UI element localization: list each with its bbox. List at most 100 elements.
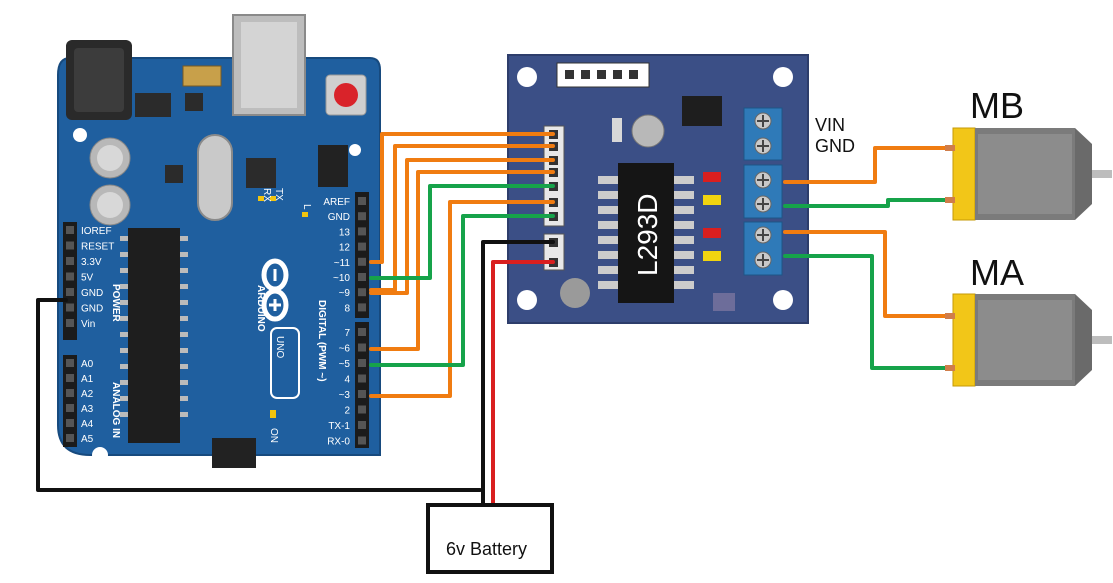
wire-red-battery bbox=[491, 260, 555, 517]
wire-orange-2 bbox=[369, 144, 555, 292]
power-pin-label: Vin bbox=[81, 319, 95, 330]
digital-pin-label: RX-0 bbox=[327, 437, 350, 448]
power-pin-label: 5V bbox=[81, 273, 94, 284]
screw-terminal-motor-b bbox=[743, 164, 783, 219]
chip-leg bbox=[598, 176, 618, 184]
wire-orange-5 bbox=[369, 200, 555, 398]
arduino-model-label: UNO bbox=[274, 336, 285, 358]
chip-leg bbox=[598, 251, 618, 259]
power-pin-socket bbox=[66, 226, 74, 234]
chip-leg bbox=[674, 266, 694, 274]
digital-pin-socket bbox=[358, 328, 366, 336]
digital-pin-label: 13 bbox=[339, 227, 351, 238]
chip-leg bbox=[674, 281, 694, 289]
analog-pin-socket bbox=[66, 389, 74, 397]
digital-header-top bbox=[355, 192, 369, 318]
wire-black-battery bbox=[481, 240, 555, 517]
digital-pin-socket bbox=[358, 288, 366, 297]
digital-pin-socket bbox=[358, 242, 366, 251]
digital-pin-label: 7 bbox=[344, 328, 350, 339]
on-led-label: ON bbox=[268, 428, 279, 443]
power-pin-socket bbox=[66, 241, 74, 250]
chip-leg bbox=[598, 236, 618, 244]
digital-pin-socket bbox=[358, 390, 366, 398]
power-pin-socket bbox=[66, 303, 74, 312]
wires bbox=[36, 132, 952, 517]
wire-orange-ma bbox=[783, 230, 952, 318]
analog-pin-socket bbox=[66, 359, 74, 367]
analog-pin-socket bbox=[66, 419, 74, 427]
rx-label: RX bbox=[261, 188, 272, 202]
analog-pin-socket bbox=[66, 374, 74, 382]
digital-pin-label: TX-1 bbox=[328, 421, 350, 432]
battery-box bbox=[426, 503, 554, 574]
analog-pin-label: A4 bbox=[81, 419, 94, 430]
wire-orange-mb bbox=[783, 146, 952, 184]
analog-header bbox=[63, 355, 77, 447]
analog-pin-label: A3 bbox=[81, 404, 94, 415]
chip-leg bbox=[674, 221, 694, 229]
tx-label: TX bbox=[273, 188, 284, 201]
analog-pin-label: A5 bbox=[81, 434, 94, 445]
chip-leg bbox=[598, 281, 618, 289]
vin-label: VIN bbox=[815, 115, 845, 135]
atmega-chip bbox=[128, 228, 180, 443]
digital-pin-label: GND bbox=[328, 212, 350, 223]
digital-pin-label: ~10 bbox=[333, 273, 350, 284]
digital-pin-label: ~5 bbox=[339, 359, 351, 370]
digital-pin-socket bbox=[358, 374, 366, 383]
power-pin-label: 3.3V bbox=[81, 257, 102, 268]
chip-leg bbox=[674, 251, 694, 259]
digital-pin-label: ~6 bbox=[339, 344, 351, 355]
l293d-driver-module: L293D VIN GND bbox=[507, 54, 855, 324]
power-pin-socket bbox=[66, 257, 74, 265]
crystal bbox=[197, 134, 233, 221]
chip-leg bbox=[598, 206, 618, 214]
chip-leg bbox=[674, 236, 694, 244]
screw-terminal-power bbox=[743, 107, 783, 161]
motor-mb-label: MB bbox=[970, 85, 1024, 126]
digital-pin-socket bbox=[358, 227, 366, 236]
motor-ma: MA bbox=[945, 252, 1112, 387]
wire-green-mb bbox=[783, 198, 952, 208]
l-led-label: L bbox=[301, 204, 312, 210]
wire-green-2 bbox=[369, 214, 555, 367]
power-pin-socket bbox=[66, 272, 74, 281]
analog-pin-socket bbox=[66, 434, 74, 442]
chip-leg bbox=[598, 191, 618, 199]
digital-pin-socket bbox=[358, 257, 366, 266]
gnd-label: GND bbox=[815, 136, 855, 156]
digital-pin-socket bbox=[358, 273, 366, 281]
digital-pin-label: ~9 bbox=[339, 288, 351, 299]
wire-green-1 bbox=[369, 184, 555, 280]
chip-leg bbox=[598, 266, 618, 274]
power-pin-label: GND bbox=[81, 288, 103, 299]
analog-header-label: ANALOG IN bbox=[110, 382, 121, 438]
motor-mb: MB bbox=[945, 85, 1112, 221]
digital-pin-socket bbox=[358, 421, 366, 429]
power-pin-label: GND bbox=[81, 304, 103, 315]
chip-leg bbox=[674, 176, 694, 184]
power-pin-label: RESET bbox=[81, 242, 114, 253]
chip-leg bbox=[598, 221, 618, 229]
arduino-uno-board: ARDUINO UNO TX RX L ON IOREF RESET 3.3V 5V G… bbox=[57, 14, 381, 468]
power-pin-label: IOREF bbox=[81, 226, 112, 237]
battery: 6v Battery bbox=[426, 503, 554, 574]
arduino-brand-label: ARDUINO bbox=[255, 285, 266, 332]
digital-pin-label: 2 bbox=[344, 406, 350, 417]
digital-pin-label: 4 bbox=[344, 375, 350, 386]
l293d-chip bbox=[618, 163, 674, 303]
power-pin-socket bbox=[66, 319, 74, 327]
wire-black-ground bbox=[36, 298, 482, 492]
digital-pin-label: AREF bbox=[323, 197, 350, 208]
screw-terminal-motor-a bbox=[743, 221, 783, 276]
digital-pin-label: 12 bbox=[339, 243, 351, 254]
wire-orange-4 bbox=[369, 170, 555, 351]
analog-pin-label: A1 bbox=[81, 374, 94, 385]
wire-orange-1 bbox=[369, 132, 555, 264]
wire-green-ma bbox=[783, 254, 952, 370]
arduino-logo bbox=[261, 258, 289, 322]
digital-pin-socket bbox=[358, 405, 366, 414]
digital-pin-socket bbox=[358, 343, 366, 352]
